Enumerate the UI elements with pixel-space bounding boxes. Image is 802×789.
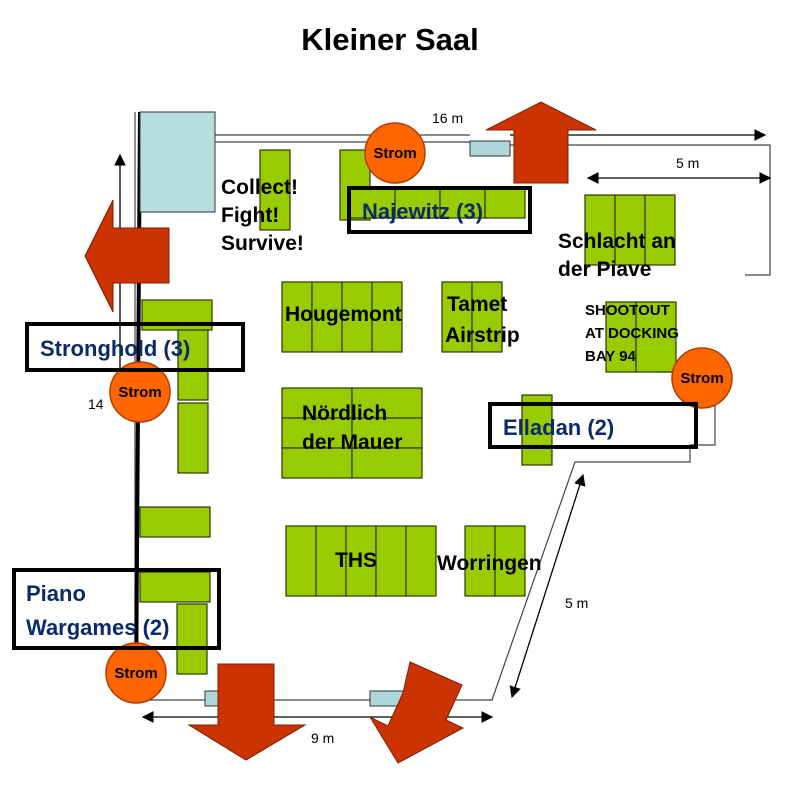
table (351, 447, 423, 479)
boxed-label-najewitz: Najewitz (3) (362, 199, 483, 224)
game-label-noerdlich-2: der Mauer (302, 431, 402, 454)
game-label-ths: THS (335, 549, 377, 572)
table (439, 187, 486, 219)
table (371, 281, 403, 353)
game-label-hougemont: Hougemont (285, 303, 402, 326)
door-top (469, 140, 511, 157)
game-label-shootout-1: SHOOTOUT (585, 302, 670, 319)
table (375, 525, 407, 597)
table (315, 525, 347, 597)
dimension-lines: 16 m 5 m 14 5 m 9 m (88, 110, 772, 746)
table (494, 525, 526, 597)
game-labels: Collect! Fight! Survive! Schlacht an der… (221, 176, 679, 575)
power-label-right: Strom (680, 370, 723, 387)
piano-frame (12, 568, 221, 650)
table (281, 387, 353, 419)
game-label-tamet-2: Airstrip (445, 324, 520, 347)
game-label-tamet-1: Tamet (447, 293, 507, 316)
game-label-piave-1: Schlacht an (558, 230, 676, 253)
game-label-worringen: Worringen (437, 552, 542, 575)
table (394, 187, 441, 219)
page-title: Kleiner Saal (301, 22, 478, 57)
boxed-label-elladan: Elladan (2) (503, 415, 614, 440)
boxed-label-piano-2: Wargames (2) (26, 615, 169, 640)
table (341, 281, 373, 353)
table (139, 571, 211, 603)
game-label-noerdlich-1: Nördlich (302, 402, 387, 425)
table (405, 525, 437, 597)
power-label-bottom: Strom (114, 665, 157, 682)
game-label-piave-2: der Piave (558, 258, 651, 281)
table (441, 281, 473, 353)
table (351, 417, 423, 449)
boxed-label-piano-1: Piano (26, 581, 86, 606)
table (259, 149, 291, 231)
game-label-collect-3: Survive! (221, 232, 304, 255)
game-label-collect-1: Collect! (221, 176, 298, 199)
game-label-shootout-2: AT DOCKING (585, 325, 679, 342)
table (177, 329, 209, 401)
game-label-collect-2: Fight! (221, 204, 279, 227)
najewitz-frame (347, 186, 532, 234)
boxed-label-stronghold: Stronghold (3) (40, 336, 190, 361)
dim-left: 14 (88, 396, 104, 412)
table (644, 194, 676, 266)
table (521, 394, 553, 466)
power-circle-top (364, 122, 426, 184)
power-circle-right (671, 347, 733, 409)
table (311, 281, 343, 353)
boxed-labels: Najewitz (3) Stronghold (3) Elladan (2) … (12, 186, 698, 650)
exit-arrow-up (485, 101, 597, 184)
table (176, 603, 208, 675)
table (584, 194, 616, 266)
stronghold-frame (25, 322, 245, 372)
exit-arrow-down-right (368, 661, 465, 764)
dim-line-right-lower (509, 473, 586, 699)
table (635, 301, 677, 373)
power-circle-bottom (105, 642, 167, 704)
tables (139, 149, 677, 675)
power-points: Strom Strom Strom Strom (105, 122, 733, 704)
table (484, 187, 526, 219)
power-label-left: Strom (118, 384, 161, 401)
dim-top: 16 m (432, 110, 463, 126)
elladan-frame (488, 402, 698, 449)
table (139, 506, 211, 538)
game-label-shootout-3: BAY 94 (585, 348, 637, 365)
table (464, 525, 496, 597)
power-label-top: Strom (373, 145, 416, 162)
table (471, 281, 503, 353)
stage-block (139, 111, 216, 213)
power-circle-left (109, 361, 171, 423)
dim-right-upper: 5 m (676, 155, 699, 171)
table (285, 525, 317, 597)
exit-arrow-down (187, 663, 307, 761)
dim-bottom: 9 m (311, 730, 334, 746)
exit-arrows (84, 101, 597, 764)
dim-right-lower: 5 m (565, 595, 588, 611)
exit-arrow-left (84, 199, 170, 313)
table (177, 402, 209, 474)
wall-right-upper (510, 144, 771, 276)
